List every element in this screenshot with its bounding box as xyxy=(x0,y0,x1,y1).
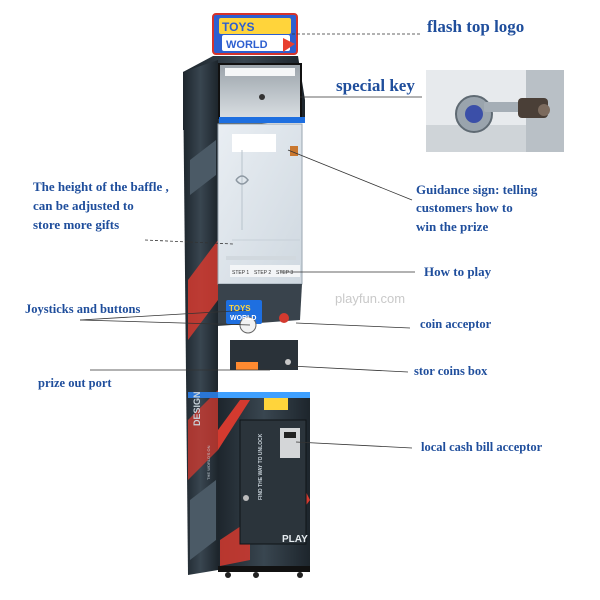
label-flash-top-logo: flash top logo xyxy=(427,17,525,36)
label-baffle-3: store more gifts xyxy=(33,217,120,232)
control-panel xyxy=(218,284,302,370)
flash-top-logo xyxy=(212,13,298,55)
key-illustration xyxy=(426,70,564,152)
lower-cabinet xyxy=(218,398,310,578)
label-special-key: special key xyxy=(336,76,415,95)
glass-showcase xyxy=(217,123,303,285)
label-stor-coins-box: stor coins box xyxy=(414,364,488,378)
label-guidance-1: Guidance sign: telling xyxy=(416,182,538,197)
cabinet-left-side xyxy=(183,60,218,575)
step-label-2: STEP 2 xyxy=(254,270,271,276)
panel-logo-text-1: TOYS xyxy=(229,304,251,313)
pointer-lines xyxy=(79,33,422,449)
label-coin-acceptor: coin acceptor xyxy=(420,317,492,331)
step-label-3: STEP 3 xyxy=(276,270,293,276)
label-joysticks: Joysticks and buttons xyxy=(25,302,141,316)
top-logo-text-1: TOYS xyxy=(222,20,254,34)
play-text: PLAY xyxy=(282,534,308,545)
label-cash-bill-acceptor: local cash bill acceptor xyxy=(421,440,543,454)
label-guidance-2: customers how to xyxy=(416,200,513,215)
led-strip-side xyxy=(188,392,218,398)
watermark: playfun.com xyxy=(335,291,406,306)
label-prize-out-port: prize out port xyxy=(38,376,112,390)
side-design-text: DESIGN xyxy=(192,391,202,426)
led-strip xyxy=(218,392,310,398)
label-baffle-2: can be adjusted to xyxy=(33,198,134,213)
panel-logo-text-2: WORLD xyxy=(230,315,256,322)
top-logo-text-2: WORLD xyxy=(226,39,268,51)
label-baffle-1: The height of the baffle , xyxy=(33,179,169,194)
door-text: FIND THE WAY TO UNLOCK xyxy=(258,433,264,500)
label-guidance-3: win the prize xyxy=(416,219,489,234)
label-how-to-play: How to play xyxy=(424,264,492,279)
step-label-1: STEP 1 xyxy=(232,270,249,276)
special-key-photo xyxy=(426,70,564,152)
side-small-text: THE WORLD'S ON xyxy=(206,445,211,480)
